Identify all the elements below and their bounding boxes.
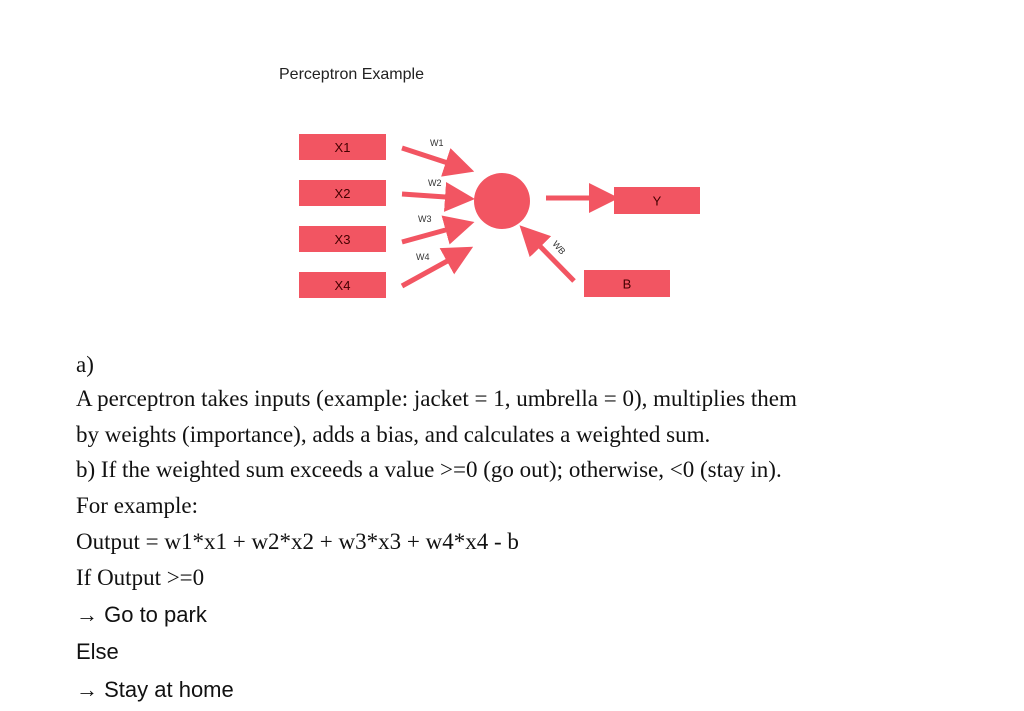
text-line: b) If the weighted sum exceeds a value >… <box>76 457 782 482</box>
input-node-x2 <box>299 180 386 206</box>
text-line: → Go to park <box>76 602 207 627</box>
text-line: a) <box>76 352 94 377</box>
bias-weight-label: WB <box>550 239 567 257</box>
text-line: For example: <box>76 493 198 518</box>
diagram-title: Perceptron Example <box>279 66 424 83</box>
weight-label: W1 <box>430 138 444 148</box>
text-line: → Stay at home <box>76 677 234 702</box>
weight-arrow <box>401 182 475 212</box>
weight-arrow <box>401 215 475 245</box>
weight-arrow <box>401 145 475 177</box>
input-node-x3-label: X3 <box>335 232 351 247</box>
weight-label: W3 <box>418 214 432 224</box>
input-node-x3 <box>299 226 386 252</box>
text-line: by weights (importance), adds a bias, an… <box>76 422 711 447</box>
bias-node <box>584 270 670 297</box>
input-node-x1 <box>299 134 386 160</box>
weight-label: W2 <box>428 178 442 188</box>
input-node-x4-label: X4 <box>335 278 351 293</box>
text-line: If Output >=0 <box>76 565 205 590</box>
input-node-x2-label: X2 <box>335 186 351 201</box>
bias-arrow <box>519 225 576 283</box>
weight-arrow <box>400 246 474 289</box>
bias-node-label: B <box>623 277 632 292</box>
weight-label: W4 <box>416 252 430 262</box>
output-node-label: Y <box>653 194 662 209</box>
input-node-x4 <box>299 272 386 298</box>
input-node-x1-label: X1 <box>335 140 351 155</box>
text-line: A perceptron takes inputs (example: jack… <box>76 386 797 411</box>
formula: Output = w1*x1 + w2*x2 + w3*x3 + w4*x4 -… <box>76 529 519 554</box>
output-node <box>614 187 700 214</box>
text-line: Else <box>76 639 119 664</box>
neuron-node <box>474 173 530 229</box>
